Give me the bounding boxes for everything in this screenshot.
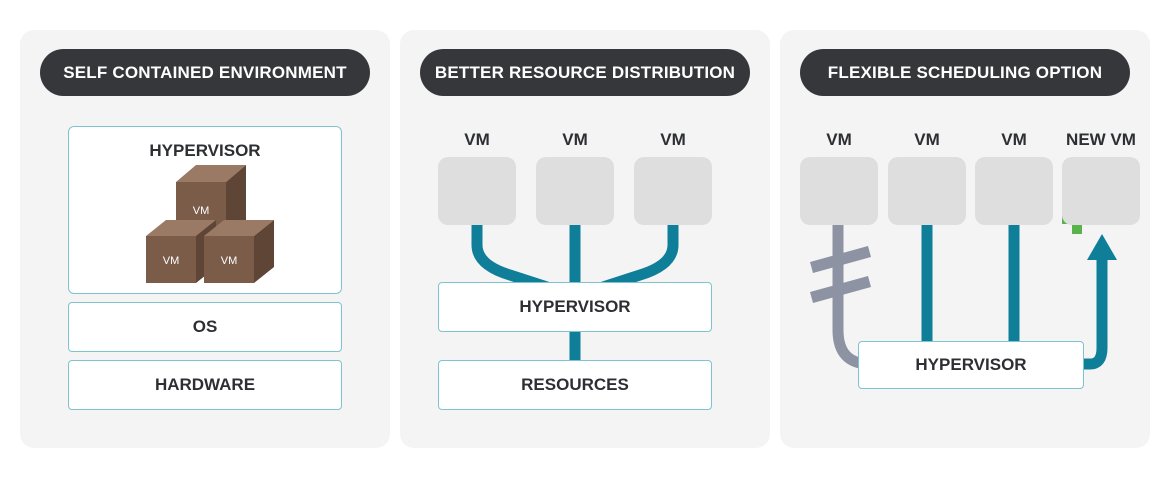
vm-box-1 xyxy=(800,157,878,225)
hypervisor-label: HYPERVISOR xyxy=(519,297,631,316)
hypervisor-box: HYPERVISOR xyxy=(858,341,1084,389)
panel-flexible-scheduling-option: FLEXIBLE SCHEDULING OPTION VM VM VM NEW … xyxy=(780,30,1150,448)
vm-label-1: VM xyxy=(464,130,490,149)
resource-connectors xyxy=(471,225,679,362)
vm-label-2: VM xyxy=(914,130,940,149)
resources-label: RESOURCES xyxy=(521,375,629,394)
vm-label-2: VM xyxy=(562,130,588,149)
hardware-box: HARDWARE xyxy=(68,360,342,410)
vm-cubes-illustration: VM VM VM xyxy=(146,165,274,283)
panel-self-contained-environment: SELF CONTAINED ENVIRONMENT HYPERVISOR VM… xyxy=(20,30,390,448)
vm-box-1 xyxy=(438,157,516,225)
vm-box-3 xyxy=(634,157,712,225)
new-vm-label: NEW VM xyxy=(1066,130,1136,149)
broken-link-icon xyxy=(810,246,871,303)
panel-title-flexible-scheduling: FLEXIBLE SCHEDULING OPTION xyxy=(800,49,1130,96)
vm-label-1: VM xyxy=(826,130,852,149)
hypervisor-box: HYPERVISOR xyxy=(438,282,712,332)
connector-new-vm xyxy=(1084,258,1108,370)
vm-cube-bottom-left-label: VM xyxy=(163,255,180,267)
panel-better-resource-distribution: BETTER RESOURCE DISTRIBUTION VM VM VM HY… xyxy=(400,30,770,448)
hypervisor-label: HYPERVISOR xyxy=(149,141,261,160)
connector-left xyxy=(471,225,552,294)
vm-box-2 xyxy=(888,157,966,225)
hardware-label: HARDWARE xyxy=(154,375,256,394)
os-box: OS xyxy=(68,302,342,352)
vm-box-2 xyxy=(536,157,614,225)
resources-box: RESOURCES xyxy=(438,360,712,410)
vm-box-3 xyxy=(975,157,1053,225)
panel-title-resource-distribution: BETTER RESOURCE DISTRIBUTION xyxy=(420,49,750,96)
vm-cube-top-label: VM xyxy=(193,205,210,217)
connector-right xyxy=(598,225,679,294)
panel-title-self-contained: SELF CONTAINED ENVIRONMENT xyxy=(40,49,370,96)
vm-cube-bottom-right: VM xyxy=(204,220,274,283)
vm-cube-bottom-right-label: VM xyxy=(221,255,238,267)
os-label: OS xyxy=(192,317,218,336)
vm-label-3: VM xyxy=(660,130,686,149)
vm-label-3: VM xyxy=(1001,130,1027,149)
new-vm-box xyxy=(1062,157,1140,225)
hypervisor-label: HYPERVISOR xyxy=(915,355,1027,374)
arrow-up-icon xyxy=(1087,234,1117,260)
